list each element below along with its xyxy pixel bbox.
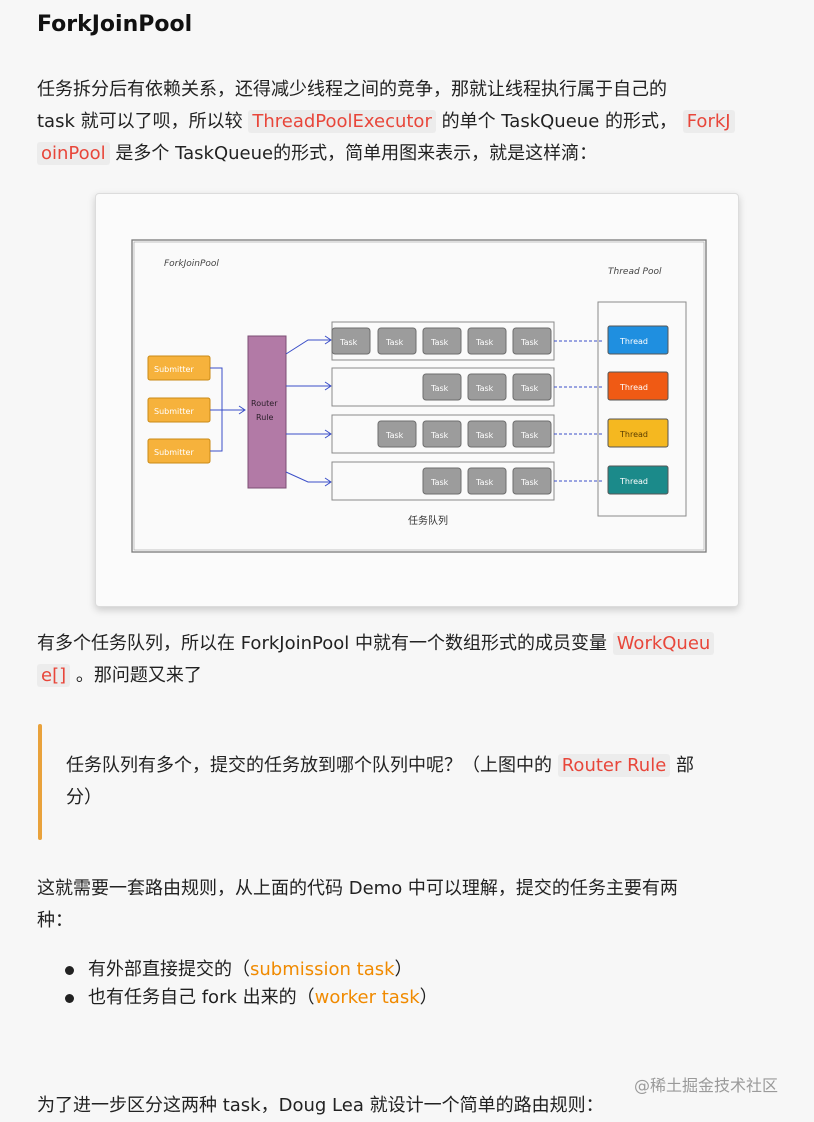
- task-label: Task: [475, 338, 494, 347]
- task-label: Task: [520, 478, 539, 487]
- intro-line-2a: task 就可以了呗，所以较: [37, 111, 249, 132]
- blockquote-text: 任务队列有多个，提交的任务放到哪个队列中呢？（上图中的 Router Rule …: [66, 750, 786, 814]
- thread-pool-container: [597, 301, 687, 517]
- task-type-list: 有外部直接提交的（submission task） 也有任务自己 fork 出来…: [62, 956, 438, 1012]
- thread-box: [607, 371, 669, 401]
- thread-label: Thread: [619, 477, 648, 486]
- quote-line-1a: 任务队列有多个，提交的任务放到哪个队列中呢？（上图中的: [66, 755, 558, 776]
- task-label: Task: [430, 478, 449, 487]
- code-forkjoinpool-part2: oinPool: [37, 142, 110, 165]
- thread-box: [607, 465, 669, 495]
- thread-label: Thread: [619, 430, 648, 439]
- router-label-line1: Router: [251, 399, 278, 408]
- task-label: Task: [520, 384, 539, 393]
- task-label: Task: [475, 431, 494, 440]
- intro-line-3b: 是多个 TaskQueue的形式，简单用图来表示，就是这样滴：: [109, 143, 598, 164]
- paragraph-workqueue: 有多个任务队列，所以在 ForkJoinPool 中就有一个数组形式的成员变量 …: [37, 628, 797, 692]
- thread-1: Thread: [607, 325, 669, 355]
- submitter-label: Submitter: [154, 407, 194, 416]
- routing-line-1: 这就需要一套路由规则，从上面的代码 Demo 中可以理解，提交的任务主要有两: [37, 878, 678, 899]
- watermark: @稀土掘金技术社区: [634, 1076, 779, 1095]
- code-workqueue-part2: e[]: [37, 664, 71, 687]
- intro-line-2b: 的单个 TaskQueue 的形式，: [435, 111, 683, 132]
- submitter-label: Submitter: [154, 365, 194, 374]
- routing-line-2: 种：: [37, 910, 73, 931]
- queue-3-tasks: Task Task Task Task: [377, 420, 552, 448]
- code-workqueue-part1: WorkQueu: [612, 632, 715, 655]
- submitter-1: Submitter: [147, 355, 211, 381]
- queue-2-tasks: Task Task Task: [422, 373, 552, 401]
- task-label: Task: [385, 431, 404, 440]
- thread-box: [607, 418, 669, 448]
- paragraph-final: 为了进一步区分这两种 task，Doug Lea 就设计一个简单的路由规则：: [37, 1095, 604, 1116]
- task-label: Task: [520, 338, 539, 347]
- pool-label: ForkJoinPool: [164, 259, 219, 269]
- submitter-3: Submitter: [147, 438, 211, 464]
- submitter-arrows: [210, 367, 246, 452]
- thread-label: Thread: [619, 337, 648, 346]
- code-router-rule: Router Rule: [557, 754, 671, 777]
- thread-2: Thread: [607, 371, 669, 401]
- thread-label: Thread: [619, 383, 648, 392]
- queue-thread-links: [554, 340, 604, 482]
- bullet-text: ）: [419, 987, 438, 1008]
- quote-line-1b: 部: [670, 755, 695, 776]
- list-item: 有外部直接提交的（submission task）: [62, 956, 438, 984]
- workqueue-line-1a: 有多个任务队列，所以在 ForkJoinPool 中就有一个数组形式的成员变量: [37, 633, 613, 654]
- submitter-2: Submitter: [147, 397, 211, 423]
- highlight-worker-task: worker task: [314, 987, 420, 1008]
- quote-line-2: 分）: [66, 787, 102, 808]
- thread-3: Thread: [607, 418, 669, 448]
- paragraph-intro: 任务拆分后有依赖关系，还得减少线程之间的竞争，那就让线程执行属于自己的 task…: [37, 74, 797, 170]
- workqueue-line-2b: 。那问题又来了: [70, 665, 202, 686]
- diagram-svg: ForkJoinPool Thread Pool Submitter Submi…: [131, 239, 707, 553]
- bullet-text: 也有任务自己 fork 出来的（: [88, 987, 315, 1008]
- queue-4-tasks: Task Task Task: [422, 467, 552, 495]
- task-label: Task: [430, 338, 449, 347]
- page-title: ForkJoinPool: [37, 12, 193, 37]
- thread-box: [607, 325, 669, 355]
- task-label: Task: [385, 338, 404, 347]
- thread-4: Thread: [607, 465, 669, 495]
- forkjoinpool-diagram: ForkJoinPool Thread Pool Submitter Submi…: [95, 193, 739, 607]
- task-label: Task: [430, 431, 449, 440]
- task-label: Task: [475, 478, 494, 487]
- router-arrows: [285, 335, 332, 487]
- bullet-text: 有外部直接提交的（: [88, 959, 250, 980]
- code-forkjoinpool-part1: ForkJ: [682, 110, 735, 133]
- bullet-text: ）: [394, 959, 413, 980]
- task-label: Task: [339, 338, 358, 347]
- queue-caption: 任务队列: [408, 514, 448, 527]
- highlight-submission-task: submission task: [250, 959, 395, 980]
- task-label: Task: [520, 431, 539, 440]
- task-label: Task: [430, 384, 449, 393]
- paragraph-routing: 这就需要一套路由规则，从上面的代码 Demo 中可以理解，提交的任务主要有两 种…: [37, 873, 797, 937]
- code-threadpoolexecutor: ThreadPoolExecutor: [248, 110, 436, 133]
- router-rule-block: [247, 335, 287, 489]
- pool-frame-inner: [133, 241, 705, 551]
- queue-1-tasks: Task Task Task Task Task: [331, 327, 552, 355]
- thread-pool-label: Thread Pool: [608, 267, 662, 277]
- blockquote-bar: [38, 724, 42, 840]
- list-item: 也有任务自己 fork 出来的（worker task）: [62, 984, 438, 1012]
- task-label: Task: [475, 384, 494, 393]
- submitter-label: Submitter: [154, 448, 194, 457]
- router-label-line2: Rule: [256, 413, 273, 422]
- intro-line-1: 任务拆分后有依赖关系，还得减少线程之间的竞争，那就让线程执行属于自己的: [37, 79, 667, 100]
